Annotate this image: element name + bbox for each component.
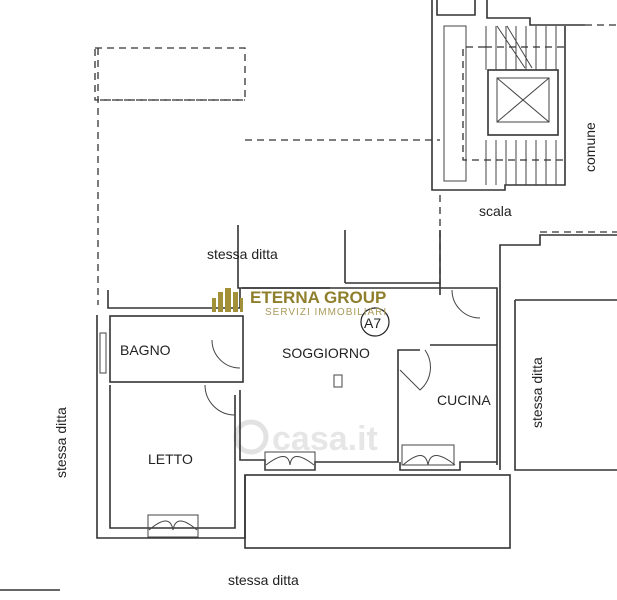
room-label-bagno: BAGNO (120, 342, 171, 358)
room-label-letto: LETTO (148, 451, 193, 467)
company-logo: ETERNA GROUP SERVIZI IMMOBILIARI (212, 288, 387, 318)
neighbor-top-label: stessa ditta (207, 246, 278, 262)
common-area-label: comune (582, 122, 598, 172)
company-tagline: SERVIZI IMMOBILIARI (265, 307, 387, 318)
apartment-walls (0, 234, 617, 591)
neighbor-bottom-label: stessa ditta (228, 572, 299, 588)
column-marker (333, 374, 343, 388)
company-name: ETERNA GROUP (250, 288, 386, 307)
neighbor-right-label: stessa ditta (529, 357, 545, 428)
neighbor-left-label: stessa ditta (53, 407, 69, 478)
building-icon (212, 288, 243, 312)
room-label-cucina: CUCINA (437, 392, 491, 408)
room-label-soggiorno: SOGGIORNO (282, 345, 370, 361)
upper-dashed-outline (94, 47, 617, 305)
unit-id-label: A7 (364, 315, 381, 331)
stairs-label: scala (479, 203, 512, 219)
stairwell (431, 0, 617, 191)
unit-badge (360, 307, 390, 337)
